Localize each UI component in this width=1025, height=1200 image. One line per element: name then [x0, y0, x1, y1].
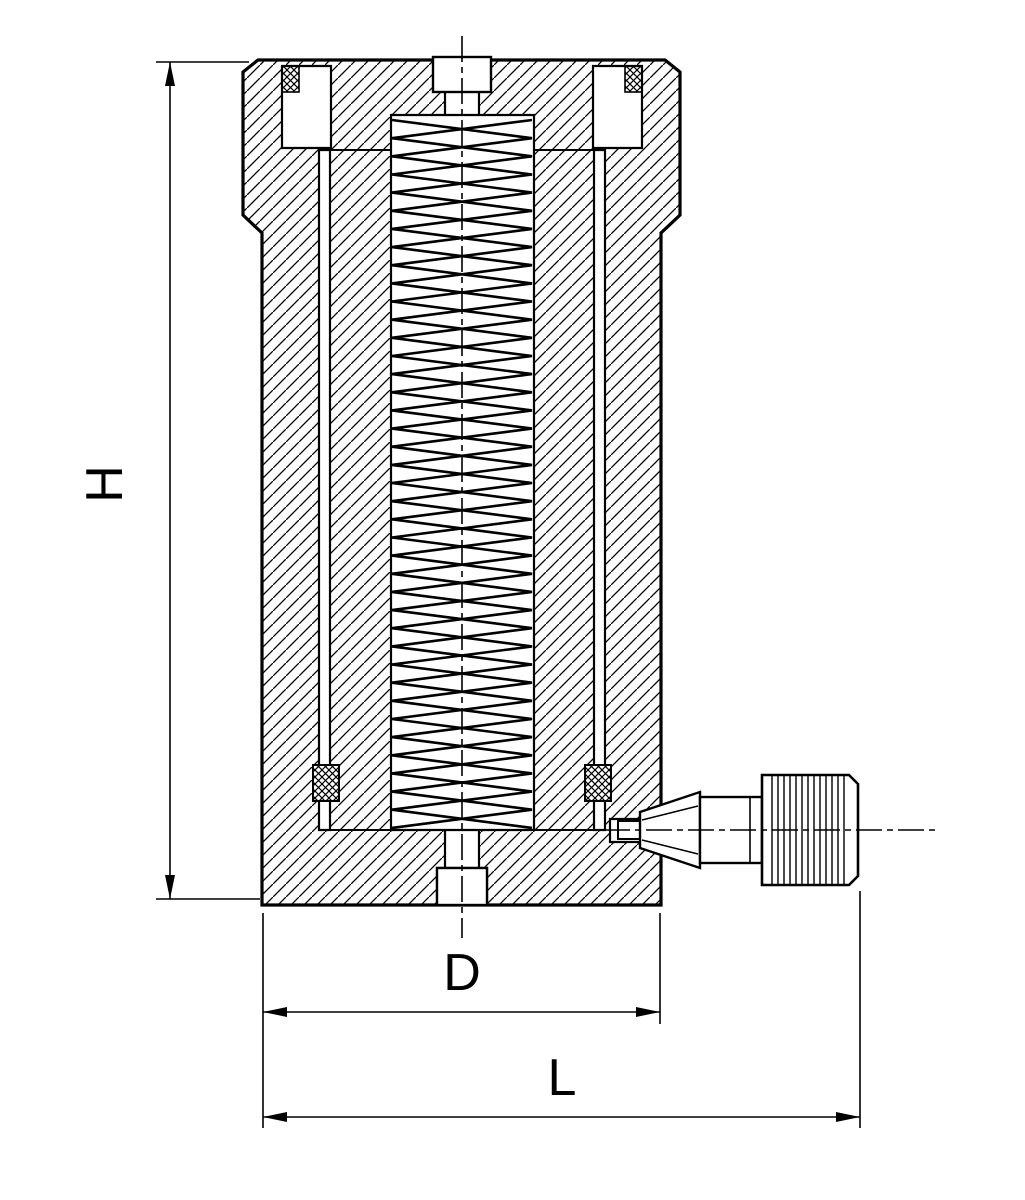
dimension-label-diameter: D: [443, 944, 481, 1002]
piston-seals: [312, 764, 612, 802]
cylinder-outline: [241, 58, 682, 907]
d-arrow-right: [636, 1007, 660, 1017]
hydraulic-coupler: [617, 773, 860, 887]
centerlines: [461, 36, 938, 938]
l-arrow-right: [836, 1112, 860, 1122]
coupler-nut: [760, 773, 860, 887]
slot-insert-left: [281, 65, 300, 93]
seal-left-hatch: [313, 765, 339, 801]
dimension-label-height: H: [76, 465, 134, 503]
dimension-length: L: [263, 891, 861, 1128]
rod-stub-top: [431, 55, 493, 94]
coupler-cone-rib-top: [641, 805, 699, 821]
dimension-diameter: D: [262, 913, 661, 1128]
h-arrow-bottom: [165, 875, 175, 899]
slot-insert-right: [624, 65, 643, 93]
h-arrow-top: [165, 62, 175, 86]
dimension-label-length: L: [548, 1049, 577, 1107]
cylinder-section: [241, 55, 682, 907]
l-arrow-left: [263, 1112, 287, 1122]
dimension-height: H: [76, 61, 260, 900]
coupler-cone-rib-bottom: [641, 839, 699, 855]
seal-right-hatch: [585, 765, 611, 801]
d-arrow-left: [263, 1007, 287, 1017]
